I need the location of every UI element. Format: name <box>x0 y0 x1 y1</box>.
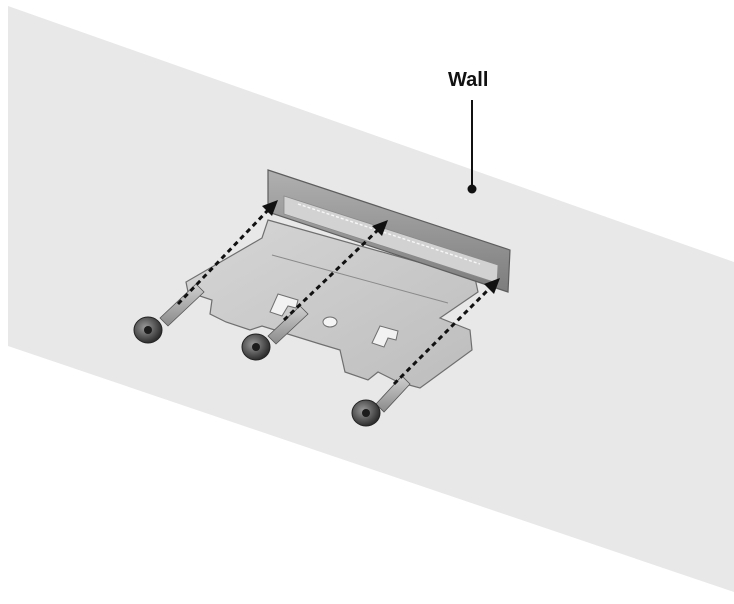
arrow-left <box>176 206 272 306</box>
mounting-bracket <box>185 169 511 389</box>
screw-head-recess <box>252 343 260 351</box>
screw-shank <box>267 305 309 345</box>
arrow-right-head <box>484 278 500 294</box>
screw-shank <box>375 375 411 413</box>
screw-head-recess <box>362 409 370 417</box>
callout-label: Wall <box>448 69 488 91</box>
bracket-center-hole <box>322 316 338 328</box>
bracket-flange-highlight <box>297 203 481 265</box>
screw-left <box>133 283 205 344</box>
insertion-arrows <box>176 206 494 386</box>
arrow-middle-head <box>372 220 388 236</box>
arrow-middle <box>282 226 382 322</box>
arrow-heads <box>262 200 500 294</box>
arrow-left-head <box>262 200 278 216</box>
screw-right <box>351 375 411 427</box>
bracket-fold-line <box>271 254 449 304</box>
callout-dot <box>467 184 477 194</box>
screw-shank <box>159 283 205 327</box>
screw-middle <box>241 305 309 361</box>
bracket-slot-right <box>371 325 399 348</box>
screw-head-recess <box>144 326 152 334</box>
wall-callout: Wall <box>448 69 488 194</box>
bracket-slot-left <box>269 293 299 317</box>
